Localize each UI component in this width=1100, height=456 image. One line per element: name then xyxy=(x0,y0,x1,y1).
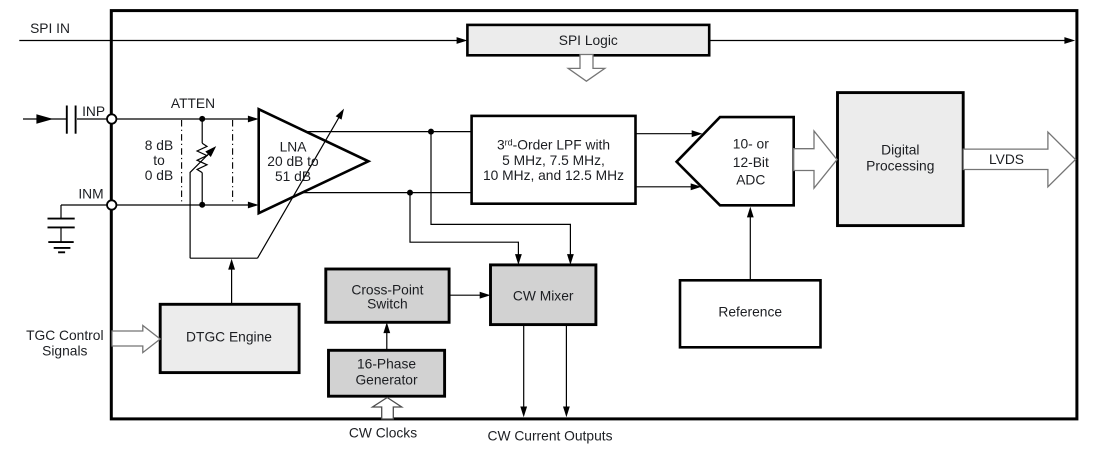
svg-text:Cross-Point: Cross-Point xyxy=(351,282,423,297)
svg-text:0 dB: 0 dB xyxy=(145,168,173,183)
svg-text:INP: INP xyxy=(82,104,105,119)
svg-text:Processing: Processing xyxy=(866,159,934,174)
svg-text:SPI Logic: SPI Logic xyxy=(559,33,618,48)
svg-text:16-Phase: 16-Phase xyxy=(357,356,416,371)
svg-text:10 MHz, and 12.5 MHz: 10 MHz, and 12.5 MHz xyxy=(483,168,624,183)
svg-text:Switch: Switch xyxy=(367,297,408,312)
svg-text:DTGC Engine: DTGC Engine xyxy=(186,330,272,345)
svg-text:12-Bit: 12-Bit xyxy=(733,155,769,170)
svg-text:CW Clocks: CW Clocks xyxy=(349,425,417,440)
svg-text:Signals: Signals xyxy=(42,344,87,359)
svg-text:TGC Control: TGC Control xyxy=(26,328,103,343)
svg-text:5 MHz, 7.5 MHz,: 5 MHz, 7.5 MHz, xyxy=(502,153,605,168)
svg-text:to: to xyxy=(153,153,165,168)
svg-text:ADC: ADC xyxy=(736,172,765,187)
svg-text:CW Mixer: CW Mixer xyxy=(513,289,574,304)
svg-text:51 dB: 51 dB xyxy=(275,169,311,184)
svg-text:10- or: 10- or xyxy=(733,137,769,152)
svg-text:SPI IN: SPI IN xyxy=(30,21,70,36)
svg-text:CW Current Outputs: CW Current Outputs xyxy=(488,428,613,443)
svg-text:Digital: Digital xyxy=(881,143,919,158)
svg-text:20 dB to: 20 dB to xyxy=(267,154,319,169)
svg-text:8 dB: 8 dB xyxy=(145,138,173,153)
svg-text:Reference: Reference xyxy=(718,304,782,319)
svg-text:3rd-Order LPF with: 3rd-Order LPF with xyxy=(497,138,610,153)
svg-text:LNA: LNA xyxy=(280,139,308,154)
svg-text:ATTEN: ATTEN xyxy=(171,96,215,111)
svg-text:INM: INM xyxy=(78,187,103,202)
svg-text:Generator: Generator xyxy=(355,372,418,387)
svg-text:LVDS: LVDS xyxy=(989,152,1024,167)
